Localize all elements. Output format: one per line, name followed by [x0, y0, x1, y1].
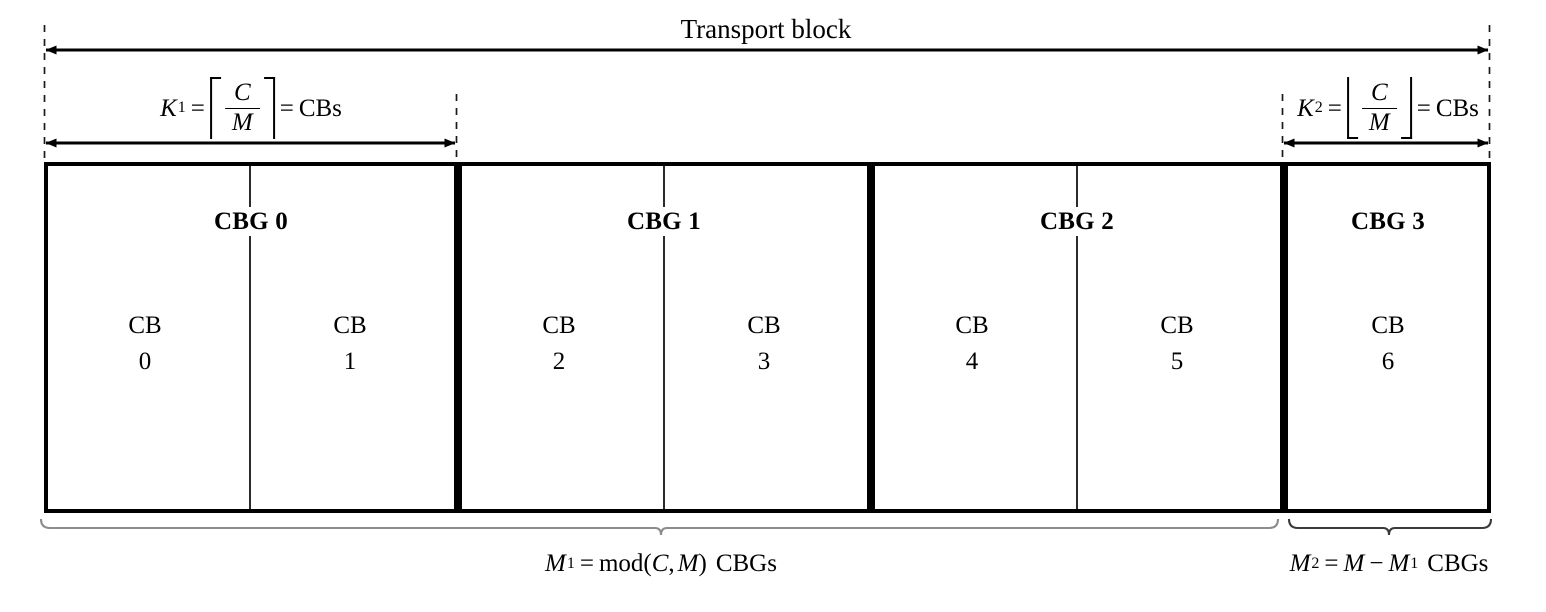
k2-fraction: C M [1361, 79, 1397, 136]
cbg-label-0: CBG 0 [204, 207, 298, 236]
m1-equals: = [579, 550, 594, 577]
k2-sub: 2 [1314, 99, 1323, 116]
k2-unit: CBs [1435, 94, 1479, 122]
m1-var: M [545, 550, 566, 577]
cb-index-2: 2 [552, 347, 566, 375]
cbg-box-3[interactable] [1284, 162, 1491, 513]
k2-denominator: M [1361, 107, 1397, 136]
ceiling-bracket-left-icon [209, 77, 221, 139]
k2-equals-2: = [1416, 94, 1431, 122]
k1-equals-2: = [279, 94, 294, 122]
k1-sub: 1 [177, 99, 186, 116]
cb-divider-0 [249, 166, 251, 509]
k1-fraction: C M [224, 79, 260, 136]
ceiling-bracket-right-icon [264, 77, 275, 139]
floor-bracket-right-icon [1401, 77, 1412, 139]
k1-unit: CBs [298, 94, 342, 122]
cb-cell-2: CB 2 [542, 308, 575, 379]
cb-index-5: 5 [1170, 347, 1184, 375]
m2-equals: = [1324, 550, 1339, 577]
cb-index-3: 3 [757, 347, 771, 375]
cb-cell-5: CB 5 [1160, 308, 1193, 379]
cb-name-1: CB [333, 312, 367, 339]
m2-var: M [1289, 550, 1311, 577]
floor-bracket-left-icon [1346, 77, 1358, 139]
cb-index-4: 4 [965, 347, 979, 375]
m1-arg1: C [651, 550, 669, 577]
k2-equals: = [1327, 94, 1342, 122]
k1-numerator: C [233, 79, 251, 107]
m1-function: mod [598, 550, 644, 577]
cb-index-6: 6 [1381, 347, 1395, 375]
cb-divider-2 [1076, 166, 1078, 509]
m1-brace [39, 518, 1280, 536]
cb-name-6: CB [1371, 312, 1405, 339]
m1-sub: 1 [566, 554, 575, 572]
m2-unit: CBGs [1427, 550, 1489, 577]
cbg-label-2: CBG 2 [1030, 207, 1124, 236]
m1-unit: CBGs [715, 550, 777, 577]
cb-cell-1: CB 1 [333, 308, 366, 379]
m2-term1: M [1343, 550, 1365, 577]
cb-index-1: 1 [343, 347, 357, 375]
cb-cell-6: CB 6 [1371, 308, 1404, 379]
k2-numerator: C [1370, 79, 1388, 107]
cb-name-2: CB [542, 312, 576, 339]
cb-index-0: 0 [138, 347, 152, 375]
cb-name-0: CB [128, 312, 162, 339]
cb-name-3: CB [747, 312, 781, 339]
k1-denominator: M [224, 107, 260, 136]
cb-name-5: CB [1160, 312, 1194, 339]
cbg-label-1: CBG 1 [617, 207, 711, 236]
m2-brace [1287, 518, 1493, 536]
m2-term2: M [1388, 550, 1410, 577]
cb-cell-0: CB 0 [128, 308, 161, 379]
page-title: Transport block [680, 14, 852, 44]
cb-cell-3: CB 3 [747, 308, 780, 379]
m2-minus: − [1369, 550, 1384, 577]
m1-arg2: M [677, 550, 699, 577]
k1-equals: = [190, 94, 205, 122]
cbg-label-3: CBG 3 [1341, 207, 1435, 236]
cb-cell-4: CB 4 [955, 308, 988, 379]
cb-divider-1 [663, 166, 665, 509]
cb-name-4: CB [955, 312, 989, 339]
m1-comma: , [668, 550, 675, 577]
m2-term2-sub: 1 [1410, 554, 1419, 572]
k1-var: K [160, 94, 177, 122]
k2-var: K [1297, 94, 1314, 122]
m1-paren-open: ( [643, 550, 652, 577]
m1-paren-close: ) [698, 550, 707, 577]
m2-sub: 2 [1311, 554, 1320, 572]
